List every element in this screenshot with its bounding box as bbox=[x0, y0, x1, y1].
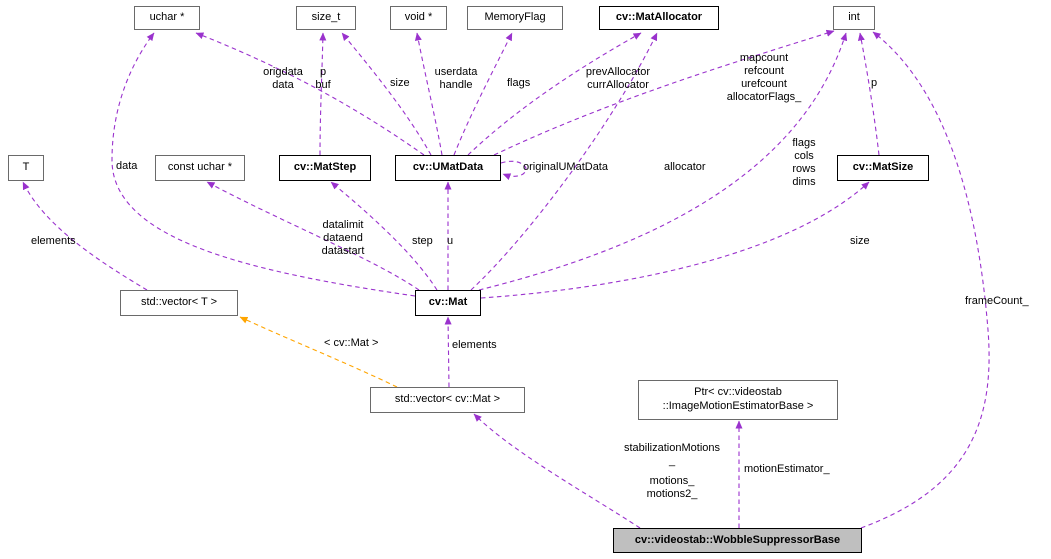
edge-umatdata-to-int bbox=[493, 29, 835, 156]
edge-umatdata-to-voidptr bbox=[414, 32, 443, 156]
edge-label-motions-motions2: motions_ motions2_ bbox=[646, 475, 698, 500]
edge-label-mapcount-refcount: mapcount refcount urefcount allocatorFla… bbox=[726, 52, 802, 103]
edge-label-size-matsize: size bbox=[850, 235, 870, 247]
node-std-vector-t: std::vector< T > bbox=[120, 290, 238, 316]
edge-matstep-to-sizet bbox=[319, 32, 327, 156]
edge-label-elements-vecmat: elements bbox=[452, 339, 497, 351]
edge-wobble-to-vecmat bbox=[473, 413, 641, 529]
node-cv-mat[interactable]: cv::Mat bbox=[415, 290, 481, 316]
edge-label-elements-vectort: elements bbox=[31, 235, 76, 247]
edge-label-stabilizationmotions: stabilizationMotions _ bbox=[624, 442, 720, 467]
edge-label-p-matsize: p bbox=[871, 77, 878, 89]
edge-umatdata-to-matallocator bbox=[467, 32, 642, 156]
node-std-vector-cvmat: std::vector< cv::Mat > bbox=[370, 387, 525, 413]
edge-label-size-umat: size bbox=[390, 77, 410, 89]
edge-umatdata-to-sizet bbox=[341, 32, 432, 156]
node-cv-videostab-wobblesuppressorbase: cv::videostab::WobbleSuppressorBase bbox=[613, 528, 862, 553]
node-memoryflag: MemoryFlag bbox=[467, 6, 563, 30]
edge-mat-to-matallocator bbox=[470, 32, 658, 291]
edge-mat-to-matsize bbox=[480, 181, 870, 299]
edge-label-flags-cols-rows-dims: flags cols rows dims bbox=[792, 137, 816, 188]
edge-label-motionestimator: motionEstimator_ bbox=[744, 463, 830, 475]
edge-mat-to-int bbox=[478, 32, 848, 291]
edge-label-step: step bbox=[412, 235, 433, 247]
edge-label-originalumatdata: originalUMatData bbox=[523, 161, 608, 173]
node-t: T bbox=[8, 155, 44, 181]
edge-label-prev-curr-allocator: prevAllocator currAllocator bbox=[585, 66, 651, 91]
edge-label-allocator: allocator bbox=[664, 161, 706, 173]
edge-vecmat-to-mat bbox=[444, 316, 452, 388]
edge-vectort-to-t bbox=[22, 181, 148, 291]
node-const-uchar-ptr: const uchar * bbox=[155, 155, 245, 181]
edge-umatdata-to-memoryflag bbox=[453, 32, 513, 156]
node-cv-matstep[interactable]: cv::MatStep bbox=[279, 155, 371, 181]
edge-matsize-to-int bbox=[857, 32, 880, 156]
edge-template-vecmat-to-vectort bbox=[239, 316, 398, 388]
node-cv-umatdata[interactable]: cv::UMatData bbox=[395, 155, 501, 181]
edge-label-data: data bbox=[116, 160, 138, 172]
edge-label-u: u bbox=[447, 235, 454, 247]
edge-label-origdata-data: origdata data bbox=[263, 66, 303, 91]
edge-mat-to-constuchar bbox=[206, 181, 420, 291]
node-cv-matsize[interactable]: cv::MatSize bbox=[837, 155, 929, 181]
node-ptr-imagemotionestimatorbase: Ptr< cv::videostab ::ImageMotionEstimato… bbox=[638, 380, 838, 420]
edge-label-template-cvmat: < cv::Mat > bbox=[324, 337, 379, 349]
node-cv-matallocator[interactable]: cv::MatAllocator bbox=[599, 6, 719, 30]
edge-umatdata-self-loop bbox=[500, 160, 527, 180]
node-int: int bbox=[833, 6, 875, 30]
edge-label-framecount: frameCount_ bbox=[965, 295, 1029, 307]
node-size-t: size_t bbox=[296, 6, 356, 30]
edge-label-datalimit-dataend-datastart: datalimit dataend datastart bbox=[321, 219, 365, 257]
edge-umatdata-to-uchar bbox=[195, 32, 425, 156]
edge-wobble-to-int bbox=[860, 31, 990, 529]
edge-label-p-buf: p buf bbox=[315, 66, 331, 91]
node-void-ptr: void * bbox=[390, 6, 447, 30]
edge-label-userdata-handle: userdata handle bbox=[434, 66, 478, 91]
edge-label-flags-umat: flags bbox=[507, 77, 531, 89]
node-uchar-ptr: uchar * bbox=[134, 6, 200, 30]
